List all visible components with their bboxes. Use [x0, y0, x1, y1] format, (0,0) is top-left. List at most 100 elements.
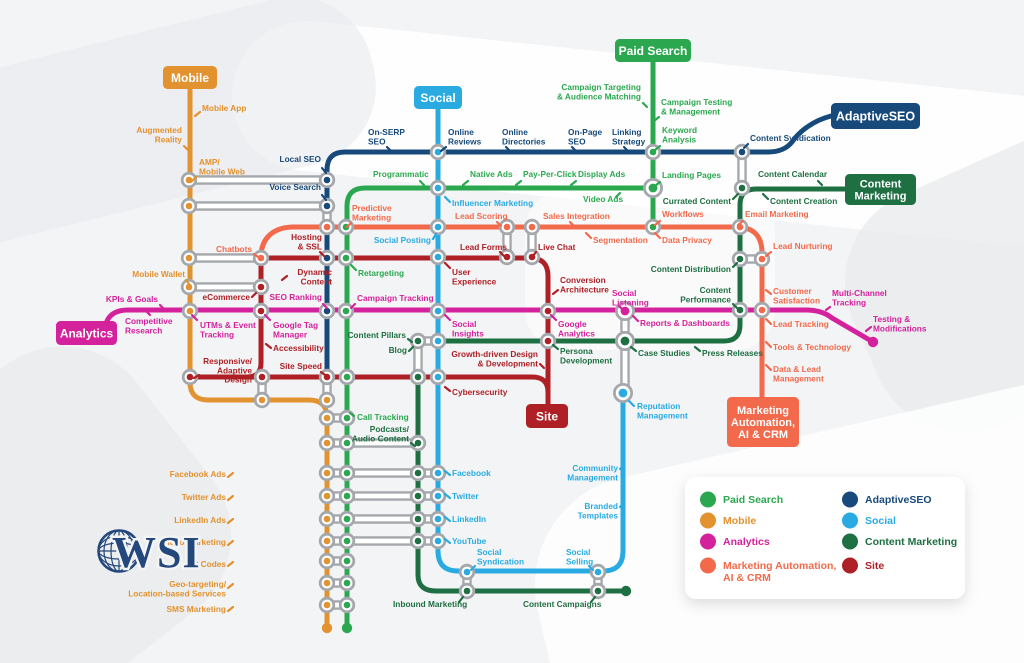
wsi-logo: WSI — [97, 526, 202, 580]
map-label: eCommerce — [202, 292, 250, 302]
line-social — [435, 106, 626, 574]
station-dot — [343, 373, 351, 381]
terminus-label: Mobile — [171, 71, 209, 85]
wsi-globe-icon — [97, 529, 141, 573]
station-dot — [414, 537, 422, 545]
station-dot — [434, 515, 442, 523]
label-tick — [144, 309, 152, 317]
label-tick — [736, 219, 745, 227]
label-tick — [457, 595, 465, 604]
label-tick — [280, 274, 289, 282]
line-analytics — [104, 307, 876, 345]
label-tick — [192, 373, 201, 380]
label-tick — [652, 115, 661, 123]
line-paid-search-main — [344, 185, 656, 631]
map-label: Content Distribution — [651, 264, 731, 274]
station-dot — [528, 223, 536, 231]
label-tick — [439, 145, 448, 153]
station-dot — [323, 492, 331, 500]
label-tick — [190, 313, 199, 322]
map-label: SEO Ranking — [269, 292, 322, 302]
label-tick — [226, 605, 235, 613]
map-label: Mobile App — [202, 103, 246, 113]
label-tick — [569, 179, 578, 187]
station-dot — [736, 306, 744, 314]
terminus-box — [526, 404, 568, 428]
station-dot — [414, 469, 422, 477]
map-label: Twitter — [452, 491, 479, 501]
label-tick — [764, 250, 773, 258]
label-tick — [320, 193, 328, 202]
station-dot — [185, 254, 193, 262]
legend-item-left-1: Mobile — [700, 512, 756, 529]
terminus-site: Site — [526, 404, 568, 428]
station-dot — [323, 254, 331, 262]
legend-item-left-3: Marketing Automation,AI & CRM — [700, 557, 836, 584]
station-dot — [434, 492, 442, 500]
station-dot — [594, 568, 602, 576]
station-dot — [323, 396, 331, 404]
label-tick — [189, 175, 198, 184]
station-dot — [257, 283, 265, 291]
label-tick — [816, 179, 824, 187]
map-label: Currated Content — [663, 196, 731, 206]
map-label: LinkedIn Ads — [174, 515, 226, 525]
map-label: Influencer Marketing — [452, 198, 533, 208]
label-tick — [318, 250, 326, 258]
station-dot — [434, 469, 442, 477]
station-dot — [343, 537, 351, 545]
map-label: Accessibility — [273, 343, 324, 353]
map-label: Content Syndication — [750, 133, 831, 143]
map-label: Campaign Testing& Management — [661, 97, 732, 116]
map-label: Geo-targeting/Location-based Services — [128, 579, 226, 598]
map-label: Email Marketing — [745, 209, 809, 219]
label-tick — [498, 250, 506, 258]
station-dot — [343, 557, 351, 565]
legend-label: Social — [865, 515, 896, 527]
station-dot — [258, 396, 266, 404]
label-tick — [226, 560, 235, 568]
map-label: Content Pillars — [347, 330, 406, 340]
station-dot — [323, 307, 331, 315]
station-dot — [323, 557, 331, 565]
map-label: Landing Pages — [662, 170, 721, 180]
legend-dot — [842, 491, 858, 508]
station-dot — [736, 255, 744, 263]
label-tick — [443, 537, 452, 545]
station-dot — [738, 148, 746, 156]
label-tick — [731, 192, 740, 201]
map-label: Campaign Targeting& Audience Matching — [557, 82, 641, 101]
label-tick — [764, 288, 773, 296]
label-tick — [551, 288, 560, 296]
terminus-box — [727, 397, 799, 447]
map-label: KPIs & Goals — [106, 294, 158, 304]
station-dot — [342, 307, 350, 315]
map-label: Live Chat — [538, 242, 576, 252]
station-dot — [257, 307, 265, 315]
map-label: Pay-Per-Click — [523, 169, 577, 179]
label-tick — [504, 145, 512, 153]
terminus-label: Analytics — [60, 326, 114, 340]
label-tick — [641, 101, 649, 109]
station-dot — [323, 414, 331, 422]
label-tick — [824, 305, 832, 312]
terminus-mobile: Mobile — [163, 66, 217, 89]
legend-label: AdaptiveSEO — [865, 494, 932, 506]
station-dot — [503, 223, 511, 231]
label-tick — [653, 231, 662, 240]
